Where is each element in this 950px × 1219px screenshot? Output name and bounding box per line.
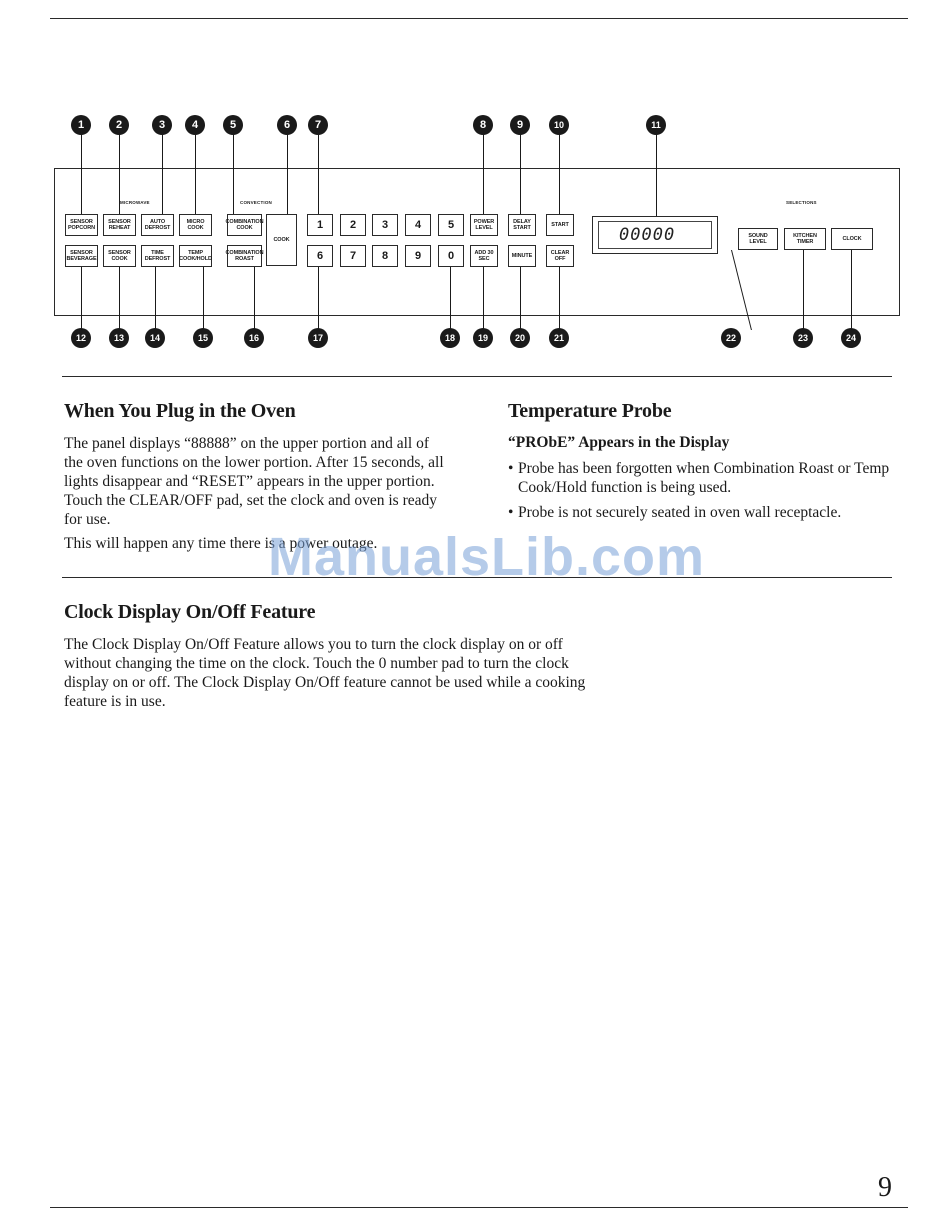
combination-roast-button[interactable]: COMBINATION ROAST — [226, 245, 264, 267]
number-pad-7[interactable]: 7 — [340, 245, 366, 267]
convection-group-label: CONVECTION — [240, 200, 273, 205]
leader-line — [287, 134, 288, 214]
callout-2: 2 — [109, 115, 129, 135]
leader-line — [203, 267, 204, 329]
callout-8: 8 — [473, 115, 493, 135]
probe-bullet: Probe is not securely seated in oven wal… — [508, 503, 892, 522]
callout-24: 24 — [841, 328, 861, 348]
callout-1: 1 — [71, 115, 91, 135]
callout-11: 11 — [646, 115, 666, 135]
combination-cook-button[interactable]: COMBINATION COOK — [226, 214, 264, 236]
callout-5: 5 — [223, 115, 243, 135]
watermark: ManualsLib.com — [268, 527, 706, 587]
leader-line — [559, 267, 560, 329]
callout-17: 17 — [308, 328, 328, 348]
leader-line — [318, 134, 319, 214]
callout-6: 6 — [277, 115, 297, 135]
callout-22: 22 — [721, 328, 741, 348]
leader-line — [162, 134, 163, 214]
callout-16: 16 — [244, 328, 264, 348]
callout-10: 10 — [549, 115, 569, 135]
probe-subheading: “PRObE” Appears in the Display — [508, 434, 730, 451]
leader-line — [656, 134, 657, 216]
add-30-sec-button[interactable]: ADD 30 SEC — [470, 245, 498, 267]
cook-button[interactable]: COOK — [266, 214, 297, 266]
number-pad-0[interactable]: 0 — [438, 245, 464, 267]
callout-18: 18 — [440, 328, 460, 348]
time-defrost-button[interactable]: TIME DEFROST — [141, 245, 174, 267]
sensor-reheat-button[interactable]: SENSOR REHEAT — [103, 214, 136, 236]
callout-3: 3 — [152, 115, 172, 135]
leader-line — [195, 134, 196, 214]
callout-20: 20 — [510, 328, 530, 348]
number-pad-2[interactable]: 2 — [340, 214, 366, 236]
number-pad-5[interactable]: 5 — [438, 214, 464, 236]
probe-heading: Temperature Probe — [508, 400, 672, 422]
number-pad-1[interactable]: 1 — [307, 214, 333, 236]
section-rule — [62, 577, 892, 578]
callout-9: 9 — [510, 115, 530, 135]
number-pad-8[interactable]: 8 — [372, 245, 398, 267]
callout-13: 13 — [109, 328, 129, 348]
clock-button[interactable]: CLOCK — [831, 228, 873, 250]
leader-line — [318, 267, 319, 329]
probe-bullet-list: Probe has been forgotten when Combinatio… — [508, 459, 892, 528]
display-readout: 00000 — [598, 221, 712, 249]
callout-12: 12 — [71, 328, 91, 348]
control-panel-diagram — [54, 168, 900, 316]
leader-line — [119, 267, 120, 329]
callout-19: 19 — [473, 328, 493, 348]
sensor-beverage-button[interactable]: SENSOR BEVERAGE — [65, 245, 98, 267]
number-pad-9[interactable]: 9 — [405, 245, 431, 267]
callout-7: 7 — [308, 115, 328, 135]
leader-line — [81, 134, 82, 214]
selections-group-label: SELECTIONS — [786, 200, 817, 205]
leader-line — [450, 267, 451, 329]
page-number: 9 — [878, 1172, 892, 1203]
callout-21: 21 — [549, 328, 569, 348]
number-pad-4[interactable]: 4 — [405, 214, 431, 236]
leader-line — [520, 267, 521, 329]
leader-line — [155, 267, 156, 329]
microwave-group-label: MICROWAVE — [120, 200, 150, 205]
number-pad-6[interactable]: 6 — [307, 245, 333, 267]
sound-level-button[interactable]: SOUND LEVEL — [738, 228, 778, 250]
clock-display-paragraph: The Clock Display On/Off Feature allows … — [64, 636, 586, 710]
probe-bullet: Probe has been forgotten when Combinatio… — [508, 459, 892, 497]
callout-15: 15 — [193, 328, 213, 348]
leader-line — [254, 267, 255, 329]
bottom-rule — [50, 1207, 908, 1208]
callout-23: 23 — [793, 328, 813, 348]
leader-line — [483, 267, 484, 329]
leader-line — [233, 134, 234, 214]
oven-display: 00000 — [592, 216, 718, 254]
temp-cook-hold-button[interactable]: TEMP COOK/HOLD — [179, 245, 212, 267]
delay-start-button[interactable]: DELAY START — [508, 214, 536, 236]
sensor-cook-button[interactable]: SENSOR COOK — [103, 245, 136, 267]
start-button[interactable]: START — [546, 214, 574, 236]
leader-line — [803, 250, 804, 330]
power-outage-paragraph: This will happen any time there is a pow… — [64, 535, 378, 552]
callout-14: 14 — [145, 328, 165, 348]
plug-in-paragraph: The panel displays “88888” on the upper … — [64, 435, 444, 528]
leader-line — [520, 134, 521, 214]
clear-off-button[interactable]: CLEAR OFF — [546, 245, 574, 267]
kitchen-timer-button[interactable]: KITCHEN TIMER — [784, 228, 826, 250]
power-level-button[interactable]: POWER LEVEL — [470, 214, 498, 236]
callout-4: 4 — [185, 115, 205, 135]
sensor-popcorn-button[interactable]: SENSOR POPCORN — [65, 214, 98, 236]
leader-line — [559, 134, 560, 214]
leader-line — [851, 250, 852, 330]
top-rule — [50, 18, 908, 19]
micro-cook-button[interactable]: MICRO COOK — [179, 214, 212, 236]
clock-display-heading: Clock Display On/Off Feature — [64, 601, 316, 623]
plug-in-heading: When You Plug in the Oven — [64, 400, 296, 422]
leader-line — [483, 134, 484, 214]
minute-button[interactable]: MINUTE — [508, 245, 536, 267]
leader-line — [81, 267, 82, 329]
auto-defrost-button[interactable]: AUTO DEFROST — [141, 214, 174, 236]
leader-line — [119, 134, 120, 214]
section-rule — [62, 376, 892, 377]
number-pad-3[interactable]: 3 — [372, 214, 398, 236]
